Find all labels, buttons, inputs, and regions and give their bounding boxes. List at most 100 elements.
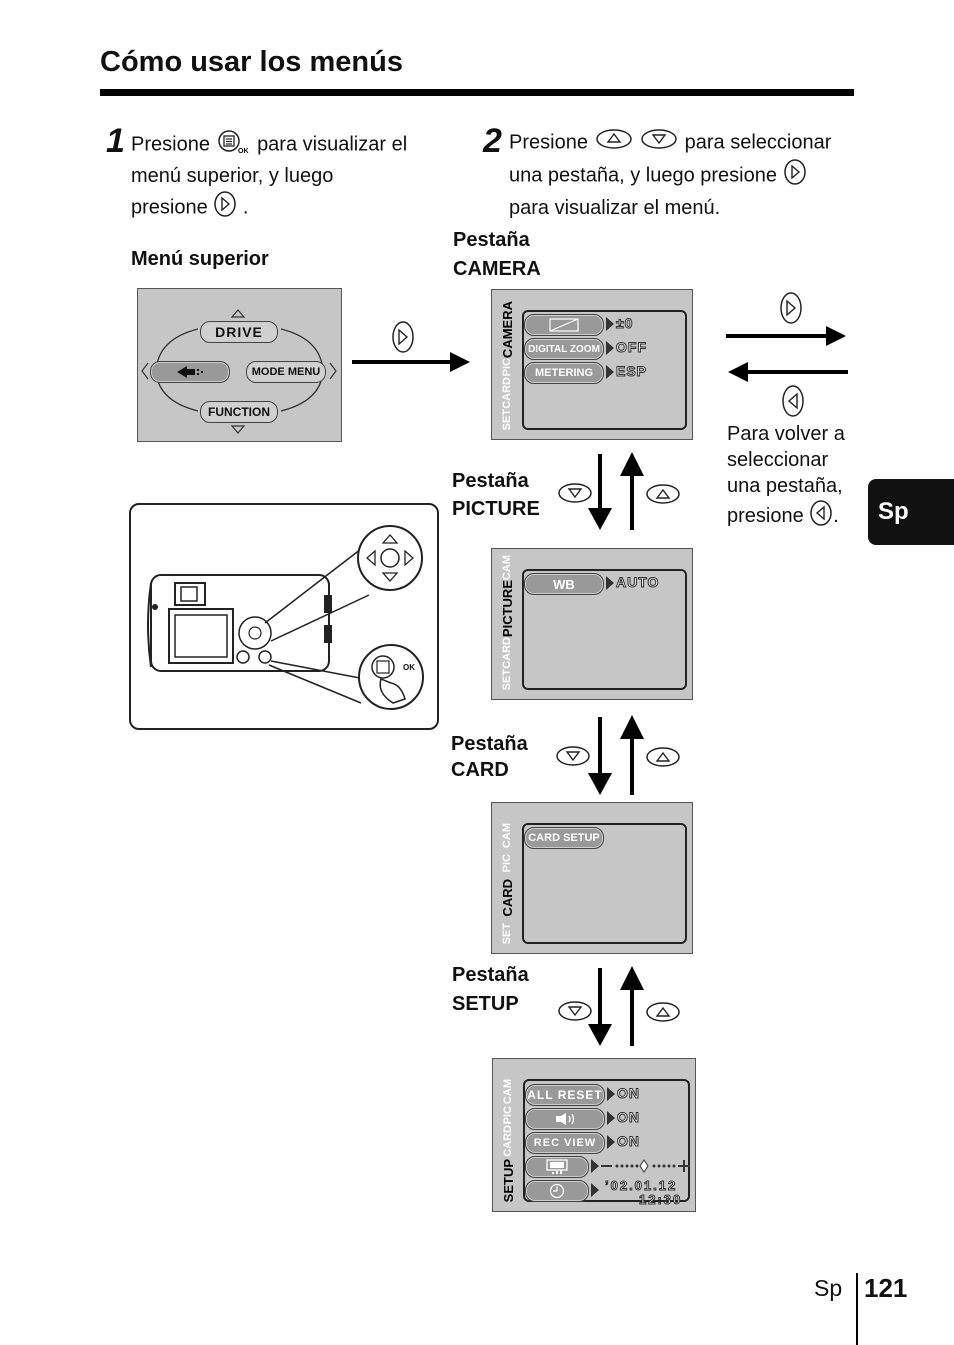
page-number: 121	[864, 1273, 908, 1303]
beep-value: ON	[617, 1109, 640, 1126]
side-tab-set: SET	[501, 922, 513, 944]
brightness-slider[interactable]	[600, 1159, 692, 1173]
side-tab-card: CARD	[501, 636, 513, 669]
side-tab-pic: PIC	[501, 358, 513, 377]
monitor-brightness-icon	[546, 1159, 568, 1174]
item-pointer-icon	[606, 341, 614, 355]
picture-tab-label: Pestaña PICTURE	[452, 467, 540, 523]
arrow-right-button-icon	[213, 190, 237, 226]
step-2-line1-b: para seleccionar	[684, 131, 832, 154]
exposure-compensation-icon	[549, 318, 579, 332]
white-balance-item[interactable]: WB	[524, 573, 604, 595]
arrow-right-button-icon	[391, 320, 415, 359]
arrow-up-button-icon	[645, 483, 681, 510]
camera-illustration: OK	[129, 503, 439, 730]
step-2-text: Presione para seleccionar una pestaña, y…	[509, 128, 849, 222]
step-2-line1-a: Presione	[509, 131, 588, 154]
clock-icon	[549, 1183, 565, 1199]
picture-tab-label-2: PICTURE	[452, 498, 540, 520]
return-note-line4: presione	[727, 504, 804, 527]
footer-language: Sp	[814, 1275, 843, 1301]
mode-arrow-icon	[177, 366, 203, 378]
item-pointer-icon	[607, 1135, 615, 1149]
setup-tab-label-1: Pestaña	[452, 964, 529, 986]
arrow-right-button-icon	[779, 291, 803, 330]
language-side-tab: Sp	[868, 479, 954, 545]
page-title: Cómo usar los menús	[100, 46, 403, 78]
exposure-comp-value: ±0	[615, 315, 634, 332]
metering-value: ESP	[615, 363, 648, 380]
arrow-down-button-icon	[555, 745, 591, 772]
setup-tab-label: Pestaña SETUP	[452, 961, 529, 1019]
side-tab-pic: PIC	[502, 1105, 514, 1124]
step-1-number: 1	[106, 122, 125, 160]
item-pointer-icon	[591, 1183, 599, 1197]
rec-view-value: ON	[617, 1133, 640, 1150]
exposure-comp-item[interactable]	[524, 314, 604, 336]
side-tab-pic: PIC	[501, 854, 513, 873]
side-tab-card: CARD	[499, 878, 515, 917]
ok-key-label: OK	[403, 663, 415, 672]
return-note-line1: Para volver a	[727, 423, 845, 445]
side-tab-cam: CAM	[501, 823, 513, 849]
camera-side-tabs: SET CARD PIC CAMERA	[496, 301, 518, 430]
step-2-line3: para visualizar el menú.	[509, 197, 721, 219]
tab-switch-arrows	[588, 452, 644, 530]
beep-item[interactable]	[525, 1108, 605, 1130]
step-1-line1-b: para visualizar el	[257, 133, 408, 156]
step-2-number: 2	[483, 122, 502, 160]
item-pointer-icon	[606, 365, 614, 379]
step-1-line3-b: .	[242, 196, 249, 219]
all-reset-item[interactable]: ALL RESET	[525, 1084, 605, 1106]
digital-zoom-value: OFF	[616, 339, 647, 356]
side-tab-camera: CAMERA	[499, 301, 515, 359]
card-tab-label-1: Pestaña	[451, 733, 528, 755]
svg-text:OK: OK	[238, 148, 249, 154]
metering-item[interactable]: METERING	[524, 362, 604, 384]
arrow-back-to-tabs	[728, 362, 848, 382]
setup-tab-label-2: SETUP	[452, 993, 519, 1015]
camera-tab-label-2: CAMERA	[453, 258, 541, 280]
return-note-line2: seleccionar	[727, 449, 829, 471]
clock-item[interactable]	[525, 1180, 589, 1202]
playback-mode-button[interactable]	[150, 361, 230, 383]
side-tab-cam: CAM	[501, 554, 513, 580]
setup-tab-screen: SETUP CARD PIC CAM ALL RESET ON ON REC V…	[492, 1058, 696, 1212]
arrow-into-menu	[726, 326, 846, 346]
side-tab-card: CARD	[502, 1125, 514, 1158]
title-rule	[100, 89, 854, 96]
arrow-down-button-icon	[639, 128, 679, 158]
side-tab-picture: PICTURE	[499, 579, 515, 637]
drive-button[interactable]: DRIVE	[200, 321, 278, 343]
camera-tab-label-1: Pestaña	[453, 229, 530, 251]
mode-menu-button[interactable]: MODE MENU	[246, 361, 326, 383]
return-note-line3: una pestaña,	[727, 475, 843, 497]
tab-switch-arrows	[588, 966, 644, 1046]
top-menu-screen: DRIVE MODE MENU FUNCTION	[137, 288, 342, 442]
speaker-icon	[556, 1113, 575, 1125]
card-setup-item[interactable]: CARD SETUP	[524, 827, 604, 849]
arrow-up-button-icon	[645, 746, 681, 773]
monitor-brightness-item[interactable]	[525, 1156, 589, 1178]
picture-side-tabs: SET CARD PICTURE CAM	[496, 555, 518, 690]
setup-side-tabs: SETUP CARD PIC CAM	[497, 1079, 519, 1202]
arrow-down-button-icon	[557, 1000, 593, 1027]
time-value: 12:30	[638, 1192, 683, 1208]
card-tab-label-2: CARD	[451, 759, 509, 781]
step-1-line1-a: Presione	[131, 133, 210, 156]
rec-view-item[interactable]: REC VIEW	[525, 1132, 605, 1154]
step-1-line2: menú superior, y luego	[131, 165, 334, 187]
picture-tab-label-1: Pestaña	[452, 470, 529, 492]
arrow-to-camera-tab	[352, 352, 470, 372]
digital-zoom-item[interactable]: DIGITAL ZOOM	[524, 338, 604, 360]
arrow-down-button-icon	[557, 482, 593, 509]
return-note: Para volver a seleccionar una pestaña, p…	[727, 421, 857, 534]
arrow-up-button-icon	[645, 1001, 681, 1028]
item-pointer-icon	[591, 1159, 599, 1173]
side-tab-set: SET	[501, 668, 513, 690]
side-tab-card: CARD	[501, 376, 513, 409]
function-button[interactable]: FUNCTION	[200, 401, 278, 423]
item-pointer-icon	[607, 1111, 615, 1125]
item-pointer-icon	[606, 576, 614, 590]
step-2-line2: una pestaña, y luego presione	[509, 164, 777, 187]
